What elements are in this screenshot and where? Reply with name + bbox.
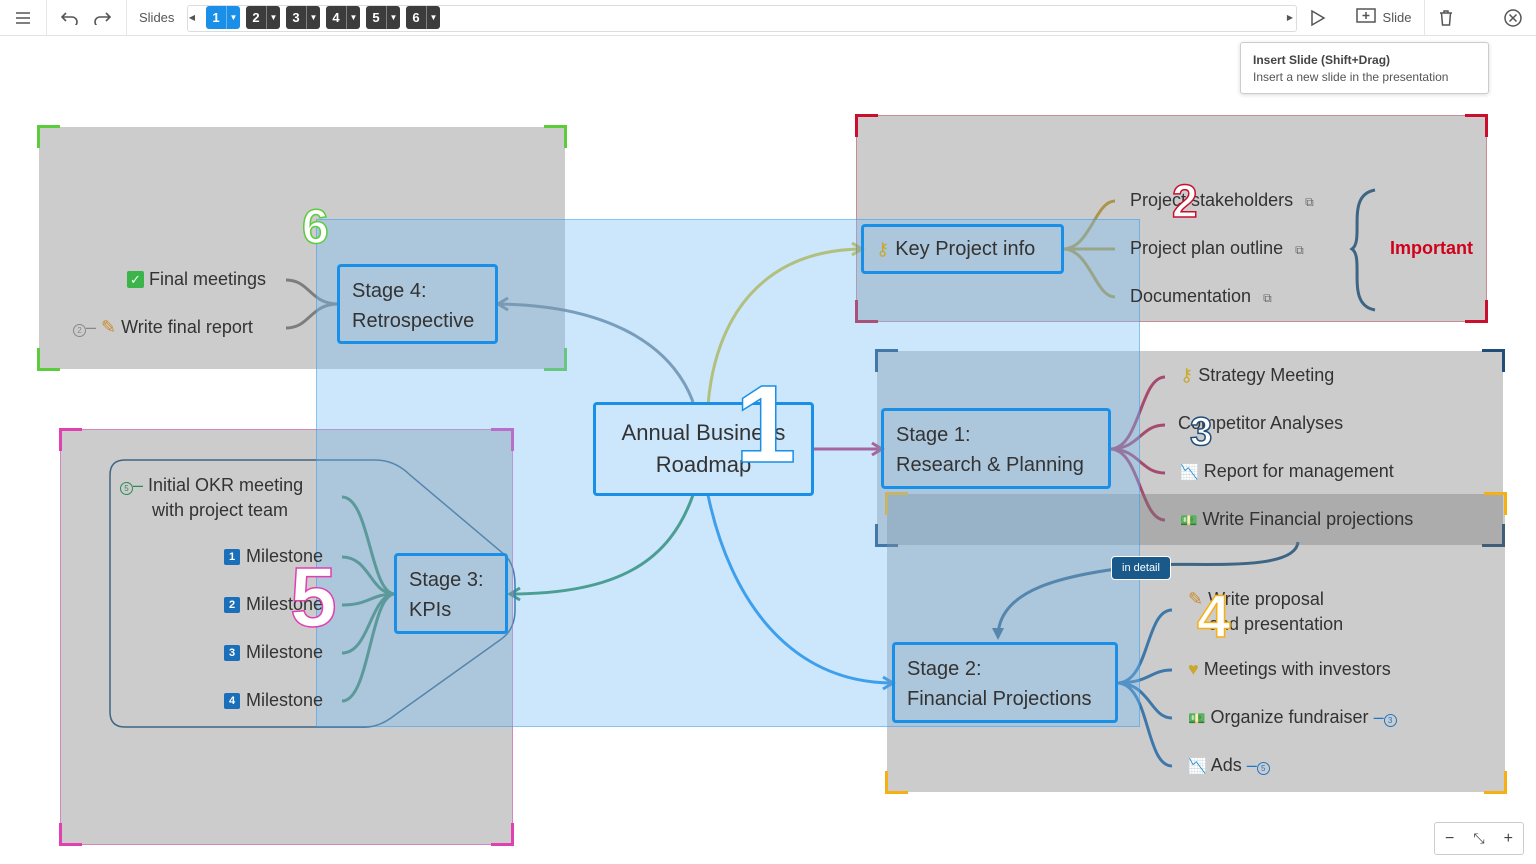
undo-icon[interactable] — [56, 0, 84, 35]
slide-number-6: 6 — [301, 201, 329, 255]
slide-number-2: 2 — [1171, 175, 1198, 227]
key-icon: ⚷ — [1180, 365, 1194, 385]
central-topic-label: Annual Business Roadmap — [621, 420, 786, 477]
close-icon[interactable] — [1500, 0, 1526, 35]
key-project-info-node[interactable]: ⚷ Key Project info — [861, 224, 1064, 274]
collapsed-count-badge[interactable]: 3 — [1383, 714, 1397, 727]
slide-number-5: 5 — [289, 550, 337, 644]
slide-tab-3[interactable]: 3▼ — [286, 6, 320, 29]
chevron-down-icon[interactable]: ▼ — [306, 6, 320, 29]
stage2-subtitle: Financial Projections — [907, 688, 1092, 710]
collapsed-count-badge[interactable]: 2 — [73, 324, 86, 337]
money-icon: 💵 — [1188, 710, 1206, 726]
slide-tab-5[interactable]: 5▼ — [366, 6, 400, 29]
central-topic[interactable]: Annual Business Roadmap — [593, 402, 814, 496]
insert-slide-icon — [1355, 5, 1379, 30]
leaf-report-for-management[interactable]: 📉 Report for management — [1180, 461, 1394, 481]
zoom-in-icon[interactable]: + — [1503, 829, 1513, 847]
leaf-strategy-meeting[interactable]: ⚷ Strategy Meeting — [1180, 365, 1335, 385]
slide-tab-2[interactable]: 2▼ — [246, 6, 280, 29]
stage1-node[interactable]: Stage 1: Research & Planning — [881, 408, 1111, 489]
slide-number-3: 3 — [1189, 409, 1213, 455]
menu-icon[interactable] — [8, 0, 38, 35]
collapsed-count-badge[interactable]: 5 — [120, 482, 133, 495]
money-icon: 💵 — [1180, 512, 1198, 528]
slide-tab-6[interactable]: 6▼ — [406, 6, 440, 29]
leaf-organize-fundraiser[interactable]: 💵 Organize fundraiser –3 — [1188, 707, 1397, 728]
handshake-icon: ♥ — [1188, 659, 1199, 679]
slide-tab-1[interactable]: 1▼ — [206, 6, 240, 29]
leaf-write-final-report[interactable]: 2– ✎ Write final report — [73, 317, 253, 338]
tooltip-title: Insert Slide (Shift+Drag) — [1253, 53, 1391, 67]
play-icon[interactable] — [1305, 0, 1331, 35]
stage2-node[interactable]: Stage 2: Financial Projections — [892, 642, 1118, 723]
slides-toolbar: Slides ◀ 1▼ 2▼ 3▼ 4▼ 5▼ 6▼ ▶ Slide — [0, 0, 1536, 36]
chart-icon: 📉 — [1180, 464, 1199, 481]
important-callout[interactable]: Important — [1390, 238, 1473, 258]
slide-tabs: 1▼ 2▼ 3▼ 4▼ 5▼ 6▼ — [206, 6, 440, 29]
slide-frame-2[interactable] — [855, 114, 1488, 323]
key-icon: ⚷ — [876, 239, 890, 259]
slide-tab-strip — [187, 5, 1297, 32]
slides-label: Slides — [139, 10, 175, 25]
tooltip-description: Insert a new slide in the presentation — [1253, 70, 1449, 84]
stage3-node[interactable]: Stage 3: KPIs — [394, 553, 508, 634]
leaf-final-meetings[interactable]: ✓Final meetings — [127, 269, 266, 290]
external-link-icon[interactable]: ⧉ — [1263, 291, 1272, 305]
external-link-icon[interactable]: ⧉ — [1295, 243, 1304, 257]
leaf-competitor-analyses[interactable]: Competitor Analyses — [1178, 413, 1344, 433]
chevron-down-icon[interactable]: ▼ — [426, 6, 440, 29]
fit-icon[interactable]: ⤡ — [1473, 830, 1485, 846]
trash-icon[interactable] — [1434, 0, 1458, 35]
zoom-out-icon[interactable]: − — [1444, 829, 1455, 847]
external-link-icon[interactable]: ⧉ — [1305, 195, 1314, 209]
leaf-write-proposal[interactable]: ✎ Write proposal and presentation — [1188, 589, 1344, 634]
slide-frame-3[interactable] — [875, 349, 1505, 547]
key-project-info-label: Key Project info — [895, 238, 1036, 260]
stage4-subtitle: Retrospective — [352, 310, 475, 332]
leaf-project-stakeholders[interactable]: Project stakeholders⧉ — [1130, 190, 1314, 210]
chevron-down-icon[interactable]: ▼ — [266, 6, 280, 29]
leaf-meetings-with-investors[interactable]: ♥ Meetings with investors — [1188, 659, 1391, 679]
insert-slide-tooltip: Insert Slide (Shift+Drag) Insert a new s… — [1240, 42, 1489, 94]
zoom-control: − ⤡ + — [1434, 822, 1524, 855]
chevron-down-icon[interactable]: ▼ — [386, 6, 400, 29]
stage1-subtitle: Research & Planning — [896, 454, 1084, 476]
collapsed-count-badge[interactable]: 5 — [1256, 762, 1270, 775]
stage1-title: Stage 1: — [896, 424, 971, 446]
stage4-title: Stage 4: — [352, 280, 427, 302]
slide-number-4: 4 — [1196, 583, 1231, 650]
chevron-down-icon[interactable]: ▼ — [346, 6, 360, 29]
scroll-right-icon[interactable]: ▶ — [1286, 13, 1294, 22]
chevron-down-icon[interactable]: ▼ — [226, 6, 240, 29]
pencil-icon: ✎ — [1188, 589, 1204, 609]
check-icon: ✓ — [127, 271, 144, 288]
pencil-icon: ✎ — [101, 317, 117, 337]
stage4-node[interactable]: Stage 4: Retrospective — [337, 264, 498, 344]
stage3-title: Stage 3: — [409, 569, 484, 591]
slide-number-1: 1 — [734, 363, 797, 486]
chart-icon: 📉 — [1188, 758, 1207, 775]
leaf-ads[interactable]: 📉 Ads –5 — [1188, 755, 1270, 776]
slide-frame-5[interactable] — [59, 428, 514, 846]
leaf-documentation[interactable]: Documentation⧉ — [1130, 286, 1272, 306]
slide-frame-6[interactable] — [37, 125, 567, 371]
redo-icon[interactable] — [88, 0, 116, 35]
slide-tab-4[interactable]: 4▼ — [326, 6, 360, 29]
insert-slide-button[interactable]: Slide — [1350, 0, 1416, 35]
relation-label[interactable]: in detail — [1111, 556, 1171, 580]
leaf-project-plan-outline[interactable]: Project plan outline⧉ — [1130, 238, 1304, 258]
leaf-write-financial-projections[interactable]: 💵 Write Financial projections — [1180, 509, 1414, 529]
leaf-initial-okr-meeting[interactable]: 5– Initial OKR meeting with project team — [120, 473, 303, 523]
stage3-subtitle: KPIs — [409, 599, 452, 621]
stage2-title: Stage 2: — [907, 658, 982, 680]
scroll-left-icon[interactable]: ◀ — [188, 13, 196, 22]
